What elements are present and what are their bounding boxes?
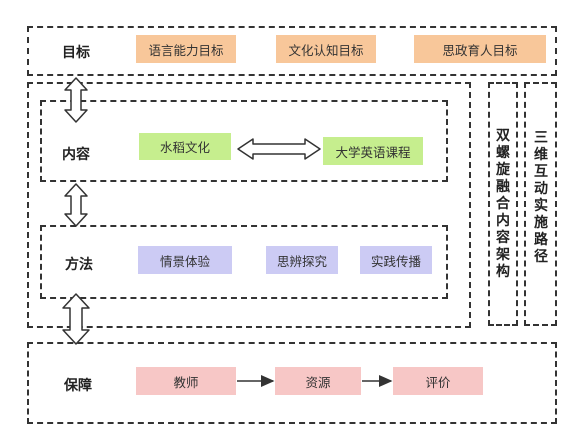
left-side-label: 双螺旋融合内容架构: [496, 128, 510, 280]
method-item-inquiry: 思辨探究: [266, 246, 338, 274]
left-side-frame: [488, 82, 518, 326]
content-method-frame: [27, 82, 471, 328]
support-item-teacher: 教师: [136, 367, 236, 395]
content-frame: [40, 100, 448, 182]
content-method-double-arrow-icon: [64, 183, 88, 227]
content-label: 内容: [62, 147, 90, 163]
goal-label: 目标: [62, 45, 90, 61]
support-label: 保障: [64, 378, 92, 394]
right-side-frame: [524, 82, 557, 326]
goal-item-language: 语言能力目标: [136, 35, 236, 63]
content-item-rice-culture: 水稻文化: [139, 133, 231, 160]
method-item-scenario: 情景体验: [138, 246, 232, 274]
content-item-english-course: 大学英语课程: [323, 137, 423, 165]
right-side-label: 三维互动实施路径: [534, 130, 548, 265]
content-horizontal-double-arrow-icon: [237, 138, 321, 160]
goal-content-double-arrow-icon: [64, 77, 88, 123]
goal-frame: [27, 26, 557, 76]
support-item-resource: 资源: [275, 367, 361, 395]
goal-item-ideology: 思政育人目标: [414, 35, 546, 63]
support-item-evaluation: 评价: [393, 367, 483, 395]
support-frame: [27, 342, 557, 424]
method-frame: [40, 225, 448, 299]
method-label: 方法: [65, 257, 93, 273]
method-item-practice: 实践传播: [360, 246, 432, 274]
method-support-double-arrow-icon: [62, 293, 90, 345]
goal-item-culture: 文化认知目标: [276, 35, 376, 63]
